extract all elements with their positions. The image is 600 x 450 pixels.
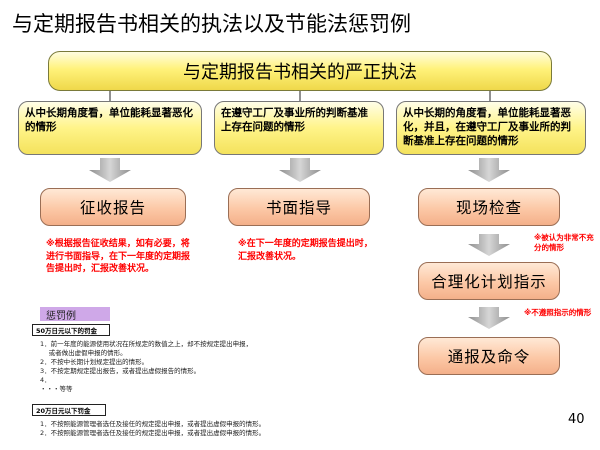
down-arrow xyxy=(468,307,510,329)
fine-500k-label: 50万日元以下的罚金 xyxy=(32,324,110,336)
down-arrow xyxy=(279,158,321,182)
page-number: 40 xyxy=(568,412,585,427)
down-arrow xyxy=(468,158,510,182)
penalty-list-1: 1．前一年度的能源使用状况在所规定的数值之上，却不按规定提出申报， 或者做出虚假… xyxy=(40,340,370,394)
penalty-example-label: 惩罚例 xyxy=(40,307,110,322)
penalty-list-2: 1．不按照能源管理者选任及接任的规定提出申报，或者提出虚假申报的情形。 2．不按… xyxy=(40,420,380,438)
list-item: 3．不按定期规定提出报告，或者提出虚假报告的情形。 xyxy=(40,367,201,375)
list-item: 或者做出虚假申报的情形。 xyxy=(40,349,127,357)
note-plan-noncompliance: ※不遵照指示的情形 xyxy=(524,308,592,317)
fine-200k-label: 20万日元以下罚金 xyxy=(32,404,106,416)
written-guidance-box: 书面指导 xyxy=(228,188,370,226)
list-item: 1．不按照能源管理者选任及接任的规定提出申报，或者提出虚假申报的情形。 xyxy=(40,420,266,428)
note-inspection-insufficient: ※被认为非常不充分的情形 xyxy=(534,233,594,252)
page-title: 与定期报告书相关的执法以及节能法惩罚例 xyxy=(12,12,411,36)
down-arrow xyxy=(468,234,510,256)
condition-box-3: 从中长期的角度看，单位能耗显著恶化，并且，在遵守工厂及事业所的判断基准上存在问题… xyxy=(396,101,586,155)
note-written-guidance: ※在下一年度的定期报告提出时，汇报改善状况。 xyxy=(238,239,373,262)
note-report-collection: ※根据报告征收结果，如有必要，将进行书面指导，在下一年度的定期报告提出时，汇报改… xyxy=(46,239,191,274)
list-item: 1．前一年度的能源使用状况在所规定的数值之上，却不按规定提出申报， xyxy=(40,340,253,348)
down-arrow xyxy=(89,158,131,182)
banner-connectors xyxy=(109,91,491,101)
condition-box-1: 从中长期角度看，单位能耗显著恶化的情形 xyxy=(18,101,202,155)
notice-and-order-box: 通报及命令 xyxy=(418,337,560,375)
report-collection-box: 征收报告 xyxy=(40,188,186,226)
on-site-inspection-box: 现场检查 xyxy=(418,188,560,226)
list-item: 4． xyxy=(40,376,51,384)
list-item: 2．不按中长期计划规定提出的情形。 xyxy=(40,358,149,366)
condition-box-2: 在遵守工厂及事业所的判断基准上存在问题的情形 xyxy=(214,101,384,155)
list-item: ・・・等等 xyxy=(40,385,73,393)
list-item: 2．不按照能源管理者选任及接任的规定提出申报，或者提出虚假申报的情形。 xyxy=(40,429,266,437)
rationalization-plan-box: 合理化计划指示 xyxy=(418,262,560,300)
strict-enforcement-banner: 与定期报告书相关的严正执法 xyxy=(48,51,552,91)
